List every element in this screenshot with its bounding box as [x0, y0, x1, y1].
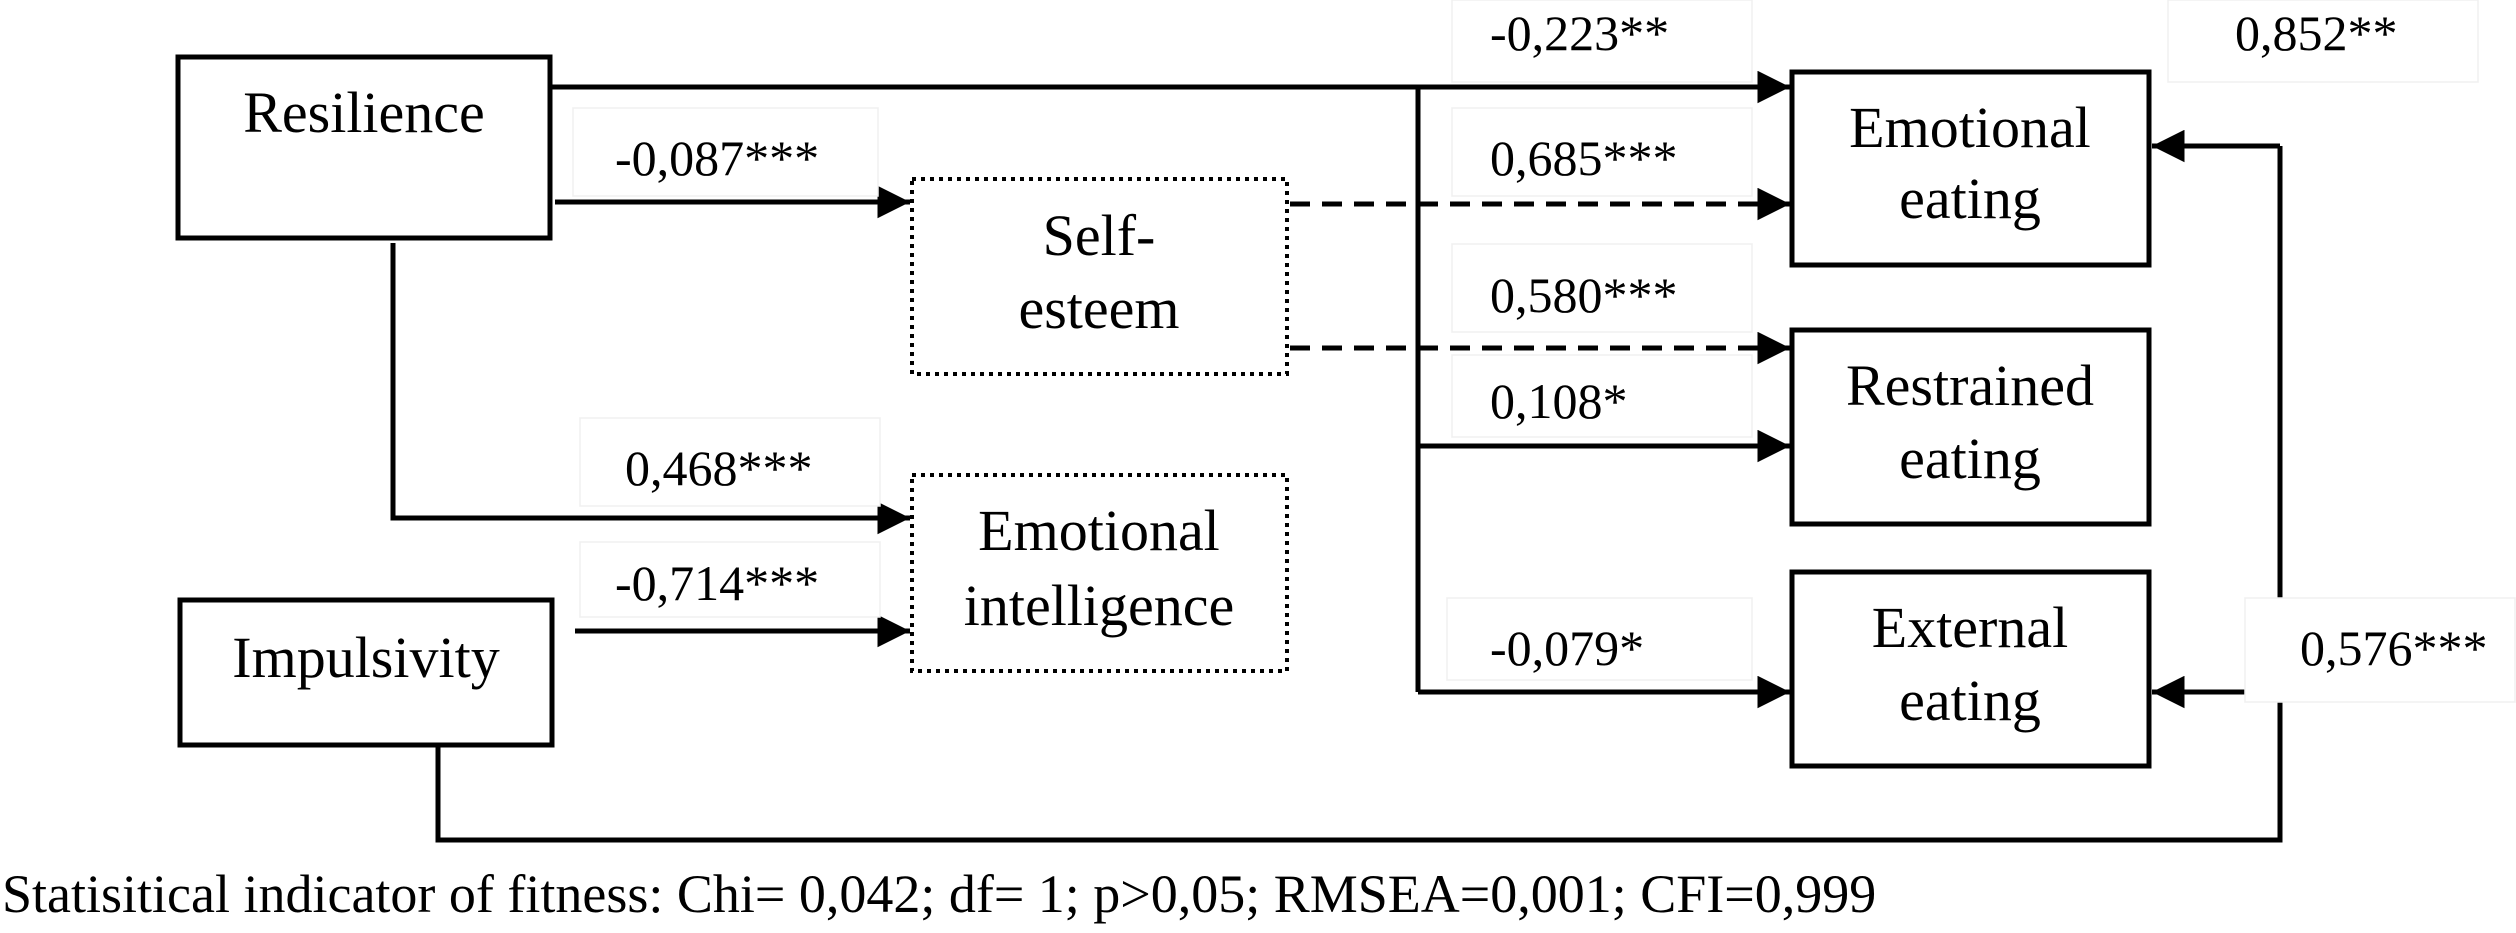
coef-label: 0,852**: [2235, 5, 2398, 61]
coef-label: 0,580***: [1490, 267, 1678, 323]
coef-label: 0,108*: [1490, 373, 1628, 429]
coef-label: 0,576***: [2300, 620, 2488, 676]
coef-label: -0,087***: [615, 130, 819, 186]
node-emotional-intelligence: Emotional intelligence: [910, 473, 1289, 673]
fit-indicator: Statisitical indicator of fitness: Chi= …: [2, 864, 1876, 924]
node-label-line-1: Restrained: [1846, 353, 2094, 418]
node-label: Impulsivity: [232, 625, 499, 690]
node-self-esteem: Self- esteem: [910, 177, 1289, 376]
coef-resilience-self-esteem: -0,087***: [572, 107, 879, 197]
node-label-line-1: Emotional: [1849, 95, 2091, 160]
coef-impulsivity-emotional-eating: 0,852**: [2167, 0, 2479, 83]
coef-resilience-external-eating: -0,079*: [1446, 597, 1753, 681]
coef-label: 0,468***: [625, 440, 813, 496]
node-restrained-eating: Restrained eating: [1789, 327, 2152, 527]
node-label-line-2: eating: [1899, 668, 2041, 733]
edge-impulsivity-loop: [435, 146, 2283, 843]
coef-impulsivity-emotional-intelligence: -0,714***: [579, 541, 881, 618]
node-external-eating: External eating: [1789, 569, 2152, 769]
coef-resilience-emotional-eating: -0,223**: [1451, 0, 1753, 83]
coef-resilience-restrained-eating: 0,108*: [1451, 354, 1753, 438]
coef-resilience-emotional-intelligence: 0,468***: [579, 417, 881, 507]
node-label-line-1: Self-: [1043, 203, 1156, 268]
node-label-line-1: Emotional: [978, 498, 1220, 563]
coef-label: -0,223**: [1490, 5, 1669, 61]
node-label-line-2: eating: [1899, 426, 2041, 491]
node-label-line-1: External: [1872, 595, 2068, 660]
edge-resilience-emotional-intelligence: [390, 243, 910, 535]
coef-label: -0,079*: [1490, 620, 1644, 676]
node-resilience: Resilience: [175, 54, 553, 241]
node-impulsivity: Impulsivity: [177, 597, 555, 748]
coef-impulsivity-external-eating: 0,576***: [2244, 597, 2516, 703]
node-label: Resilience: [243, 80, 485, 145]
node-label-line-2: eating: [1899, 166, 2041, 231]
node-label-line-2: intelligence: [964, 573, 1235, 638]
node-label-line-2: esteem: [1018, 276, 1179, 341]
coef-self-esteem-emotional-eating: 0,685***: [1451, 107, 1753, 197]
coef-label: -0,714***: [615, 555, 819, 611]
coef-label: 0,685***: [1490, 130, 1678, 186]
coef-self-esteem-restrained-eating: 0,580***: [1451, 243, 1753, 333]
node-emotional-eating: Emotional eating: [1789, 69, 2152, 268]
